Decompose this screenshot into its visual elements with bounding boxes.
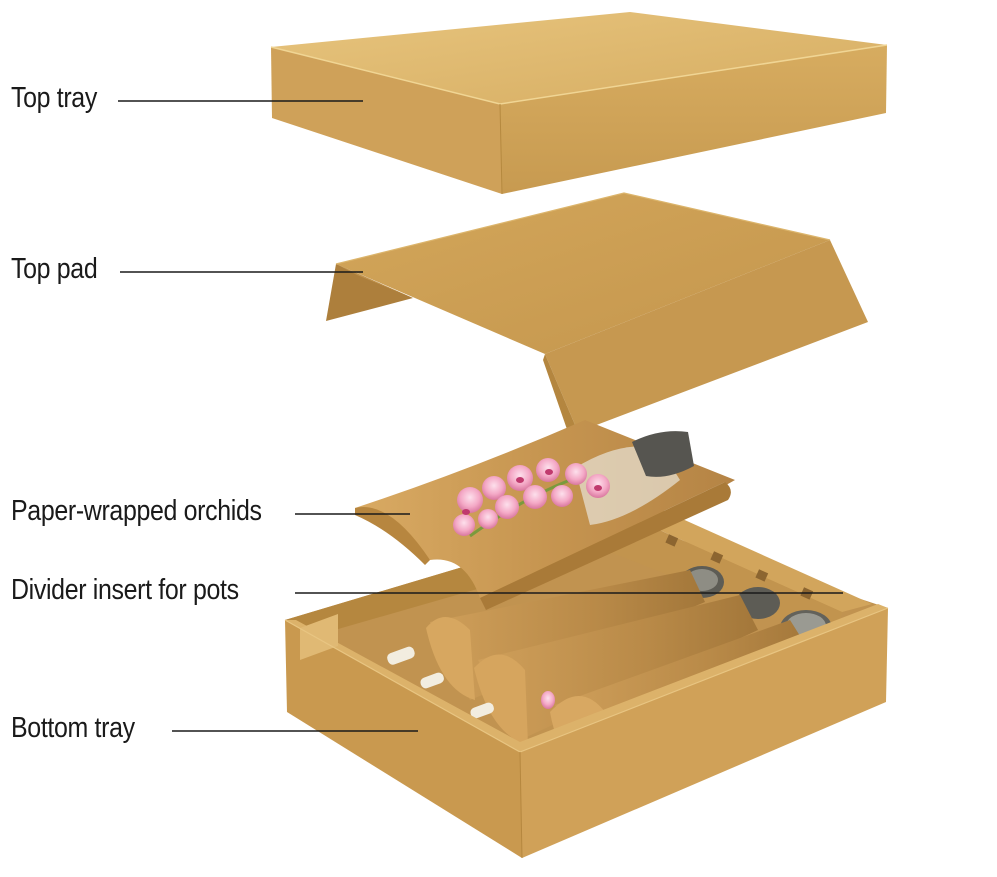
orchid-bloom-small [541,691,555,709]
label-divider-insert: Divider insert for pots [11,574,239,606]
label-bottom-tray: Bottom tray [11,712,135,744]
label-paper-wrapped-orchids: Paper-wrapped orchids [11,495,262,527]
orchid-blooms [453,458,610,538]
label-top-pad: Top pad [11,253,98,285]
top-tray-illustration [270,12,888,195]
orchid-sheet-illustration [355,420,735,610]
label-top-tray: Top tray [11,82,97,114]
top-pad-illustration [326,192,868,438]
leader-lines [118,100,843,732]
bottom-tray-front [284,604,889,859]
pot-on-sheet [632,431,694,477]
